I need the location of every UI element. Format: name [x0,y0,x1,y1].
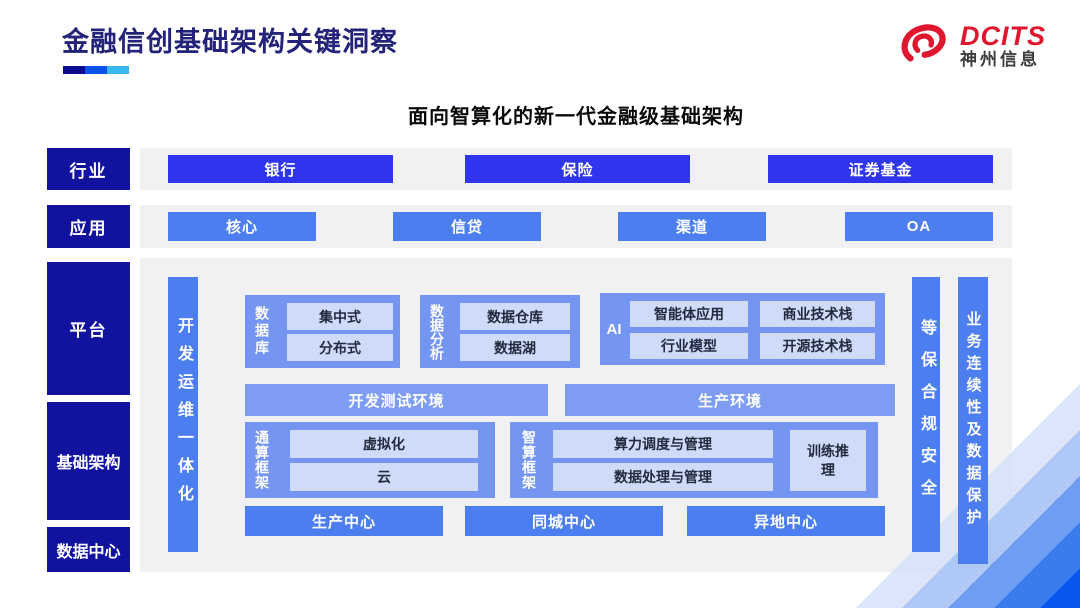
diagram-title: 面向智算化的新一代金融级基础架构 [408,106,744,128]
ai-item-industry-models[interactable]: 行业模型 [630,333,748,359]
underline-segment-dark [63,66,85,74]
ai-item-opensource-stack[interactable]: 开源技术栈 [760,333,875,359]
dev-test-environment-bar[interactable]: 开发测试环境 [245,384,548,416]
dcits-swirl-icon [894,18,952,73]
rail-label-datacenter: 数据中心 [47,527,130,572]
data-analysis-item-lake[interactable]: 数据湖 [460,334,570,361]
industry-item-securities[interactable]: 证券基金 [768,155,993,183]
devops-bar[interactable]: 开发运维一体化 [168,277,198,552]
intelligent-compute-group-label: 智算框架 [521,430,537,490]
data-analysis-group-label: 数据分析 [429,303,445,360]
data-analysis-group: 数据分析 数据仓库 数据湖 [420,295,580,368]
intelligent-compute-item-scheduling[interactable]: 算力调度与管理 [553,430,773,458]
architecture-panel: 开发运维一体化 数据库 集中式 分布式 数据分析 数据仓库 数据湖 AI 智能体… [140,258,1012,572]
rail-label-industry: 行业 [47,148,130,190]
compliance-security-bar[interactable]: 等保合规安全 [912,277,940,552]
ai-group: AI 智能体应用 商业技术栈 行业模型 开源技术栈 [600,293,885,365]
ai-group-label: AI [606,320,622,338]
intelligent-compute-item-dataproc[interactable]: 数据处理与管理 [553,463,773,491]
center-remote[interactable]: 异地中心 [687,506,885,536]
intelligent-compute-item-training-inference[interactable]: 训练推理 [790,430,866,491]
general-compute-item-cloud[interactable]: 云 [290,463,478,491]
page-title: 金融信创基础架构关键洞察 [62,27,398,57]
industry-item-bank[interactable]: 银行 [168,155,393,183]
dcits-logo: DCITS 神州信息 [894,18,1046,73]
general-compute-item-virtualization[interactable]: 虚拟化 [290,430,478,458]
rail-label-application: 应用 [47,205,130,248]
general-compute-group-label: 通算框架 [254,430,270,490]
rail-label-platform: 平台 [47,262,130,395]
application-item-channel[interactable]: 渠道 [618,212,766,241]
database-item-distributed[interactable]: 分布式 [287,334,393,361]
rail-label-infrastructure: 基础架构 [47,402,130,520]
intelligent-compute-group: 智算框架 算力调度与管理 数据处理与管理 训练推理 [510,422,878,498]
center-same-city[interactable]: 同城中心 [465,506,663,536]
general-compute-group: 通算框架 虚拟化 云 [245,422,495,498]
database-group: 数据库 集中式 分布式 [245,295,400,368]
industry-item-insurance[interactable]: 保险 [465,155,690,183]
database-group-label: 数据库 [254,306,270,357]
application-item-core[interactable]: 核心 [168,212,316,241]
ai-item-commercial-stack[interactable]: 商业技术栈 [760,301,875,327]
title-underline [63,66,129,74]
production-environment-bar[interactable]: 生产环境 [565,384,895,416]
ai-item-agent-apps[interactable]: 智能体应用 [630,301,748,327]
application-item-oa[interactable]: OA [845,212,993,241]
underline-segment-cyan [107,66,129,74]
logo-company-text: 神州信息 [960,49,1040,69]
application-item-credit[interactable]: 信贷 [393,212,541,241]
database-item-centralized[interactable]: 集中式 [287,303,393,330]
center-production[interactable]: 生产中心 [245,506,443,536]
data-analysis-item-warehouse[interactable]: 数据仓库 [460,303,570,330]
underline-segment-blue [85,66,107,74]
business-continuity-bar[interactable]: 业务连续性及数据保护 [958,277,988,564]
logo-brand-text: DCITS [960,21,1046,52]
